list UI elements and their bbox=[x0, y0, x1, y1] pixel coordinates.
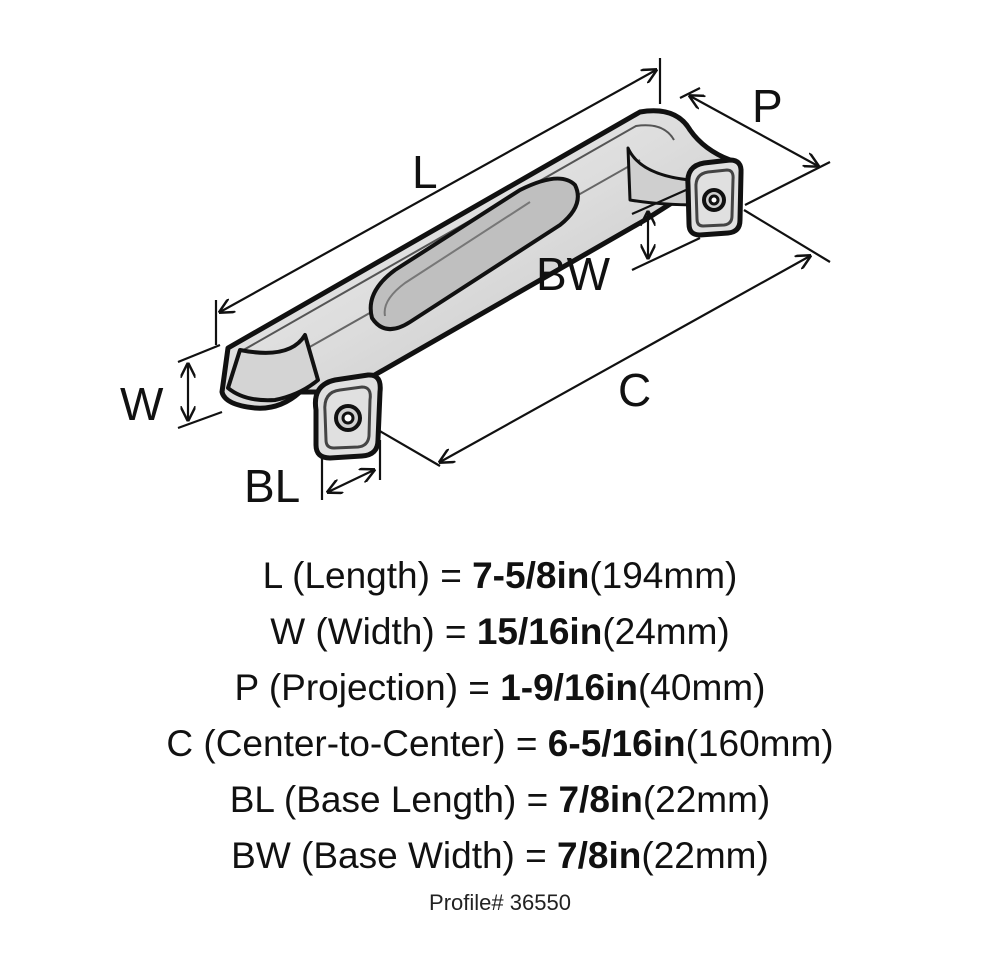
handle-dimension-drawing: L P W BW C BL bbox=[120, 58, 831, 512]
dimension-lines bbox=[177, 58, 831, 500]
label-BL: BL bbox=[244, 460, 300, 512]
spec-value: 7-5/8in bbox=[472, 555, 590, 596]
spec-base-width: BW (Base Width) = 7/8in(22mm) bbox=[0, 828, 1000, 884]
base-length-dimension bbox=[328, 470, 374, 492]
spec-list: L (Length) = 7-5/8in(194mm) W (Width) = … bbox=[0, 548, 1000, 884]
spec-name: (Center-to-Center) = bbox=[193, 723, 548, 764]
length-dimension bbox=[220, 70, 656, 312]
label-P: P bbox=[752, 80, 783, 132]
spec-value: 7/8in bbox=[558, 779, 643, 820]
spec-code: W bbox=[270, 611, 306, 652]
spec-code: C bbox=[166, 723, 194, 764]
spec-value: 15/16in bbox=[476, 611, 603, 652]
spec-name: (Base Width) = bbox=[290, 835, 558, 876]
spec-code: BW bbox=[231, 835, 291, 876]
label-C: C bbox=[618, 364, 651, 416]
spec-metric: (194mm) bbox=[589, 555, 738, 596]
projection-dimension bbox=[690, 96, 818, 166]
spec-name: (Width) = bbox=[305, 611, 477, 652]
spec-value: 1-9/16in bbox=[500, 667, 638, 708]
label-BW: BW bbox=[536, 248, 611, 300]
spec-code: P bbox=[234, 667, 259, 708]
spec-metric: (22mm) bbox=[642, 779, 771, 820]
spec-metric: (24mm) bbox=[602, 611, 730, 652]
spec-metric: (40mm) bbox=[637, 667, 766, 708]
spec-name: (Projection) = bbox=[258, 667, 501, 708]
cabinet-pull-handle bbox=[219, 108, 738, 411]
spec-projection: P (Projection) = 1-9/16in(40mm) bbox=[0, 660, 1000, 716]
label-W: W bbox=[120, 378, 164, 430]
spec-value: 7/8in bbox=[557, 835, 642, 876]
label-L: L bbox=[412, 146, 438, 198]
spec-name: (Base Length) = bbox=[273, 779, 559, 820]
left-leg bbox=[226, 333, 320, 403]
spec-value: 6-5/16in bbox=[547, 723, 686, 764]
spec-code: BL bbox=[229, 779, 274, 820]
spec-metric: (22mm) bbox=[641, 835, 769, 876]
profile-number: Profile# 36550 bbox=[429, 890, 571, 915]
center-to-center-dimension bbox=[440, 256, 810, 462]
spec-base-length: BL (Base Length) = 7/8in(22mm) bbox=[0, 772, 1000, 828]
right-base bbox=[685, 157, 744, 238]
spec-width: W (Width) = 15/16in(24mm) bbox=[0, 604, 1000, 660]
spec-code: L bbox=[262, 555, 282, 596]
spec-name: (Length) = bbox=[281, 555, 473, 596]
spec-metric: (160mm) bbox=[685, 723, 834, 764]
left-base bbox=[312, 372, 383, 461]
spec-length: L (Length) = 7-5/8in(194mm) bbox=[0, 548, 1000, 604]
spec-center-to-center: C (Center-to-Center) = 6-5/16in(160mm) bbox=[0, 716, 1000, 772]
